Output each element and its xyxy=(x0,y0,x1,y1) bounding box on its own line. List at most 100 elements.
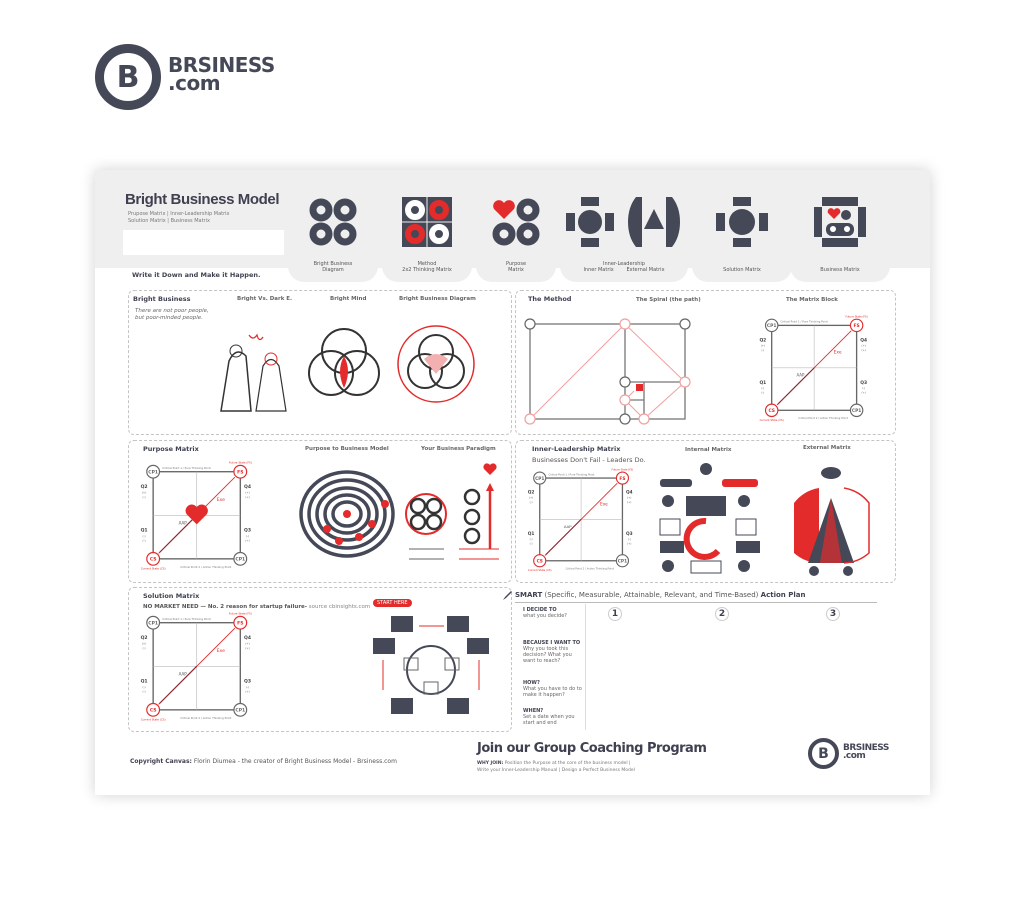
solution-matrix-icon xyxy=(716,197,768,247)
plan-row-label: WHEN?Set a date when you start and end xyxy=(523,708,575,726)
bright-mind-venn xyxy=(308,328,380,396)
matrix-node-fs xyxy=(233,615,248,630)
quadrant-sign: (+) xyxy=(245,690,249,694)
quadrant-sign: (-) xyxy=(530,500,533,504)
quadrant-label: Q2 xyxy=(759,337,766,343)
logo-name: BRSINESS xyxy=(168,53,275,77)
fs-note: Future State (FS) xyxy=(845,314,867,318)
quadrant-sign: (+) xyxy=(245,539,249,543)
plan-column-2[interactable]: 2 xyxy=(715,607,729,621)
panel-title: Solution Matrix xyxy=(143,592,200,600)
internal-matrix-sketch xyxy=(659,463,760,574)
solution-matrix-panel: Solution Matrix NO MARKET NEED — No. 2 r… xyxy=(128,587,512,732)
section-heading: Bright Business Diagram xyxy=(399,296,476,302)
quadrant-label: Q3 xyxy=(244,679,251,685)
quadrant-label: Q4 xyxy=(244,484,251,490)
quadrant-sign: (+) xyxy=(245,495,249,499)
business-matrix-icon xyxy=(814,197,866,247)
matrix-node-cp1 xyxy=(533,471,547,485)
inner-leadership-icon xyxy=(566,197,680,247)
matrix-node-label: CP1 xyxy=(618,558,627,564)
matrix-node-cs xyxy=(146,702,161,717)
quadrant-sign: (+) xyxy=(142,641,146,645)
section-heading: The Spiral (the path) xyxy=(636,297,701,303)
divider xyxy=(585,604,586,730)
exe-label: Exe xyxy=(600,502,608,508)
quadrant-sign: (-) xyxy=(143,539,146,543)
bottom-note: Critical Point 2 / Action Thinking Point xyxy=(180,716,231,720)
cs-note: Current State (CS) xyxy=(528,568,552,572)
aap-label: AAP xyxy=(179,520,188,525)
canvas-poster: Prupose Matrix | Inner-Leadership Matrix… xyxy=(95,170,930,795)
quadrant-sign: (-) xyxy=(761,386,764,390)
matrix-node-label: CS xyxy=(150,708,157,714)
quadrant-sign: (+) xyxy=(862,348,866,352)
cs-note: Current State (CS) xyxy=(141,567,166,571)
matrix-node-label: CP1 xyxy=(235,708,245,714)
matrix-node-fs xyxy=(615,471,630,485)
bottom-note: Critical Point 2 / Action Thinking Point xyxy=(180,565,231,569)
external-matrix-sketch xyxy=(794,467,870,576)
quadrant-sign: (-) xyxy=(143,534,146,538)
cs-note: Current State (CS) xyxy=(141,718,166,722)
matrix-node-label: CP1 xyxy=(767,323,777,329)
quote: There are not poor people,but poor-minde… xyxy=(135,308,209,321)
plan-column-3[interactable]: 3 xyxy=(826,607,840,621)
quadrant-sign: (-) xyxy=(862,386,865,390)
name-field[interactable] xyxy=(123,230,284,255)
purpose-spiral-sketch xyxy=(299,470,395,558)
quadrant-label: Q4 xyxy=(860,337,867,343)
method-panel: The Method The Spiral (the path) The Mat… xyxy=(515,290,896,435)
quadrant-sign: (-) xyxy=(761,391,764,395)
plan-row-label: HOW?What you have to do to make it happe… xyxy=(523,680,582,698)
matrix-node-fs xyxy=(849,318,864,333)
panel-title: The Method xyxy=(528,295,572,303)
top-note: Critical Point 1 / Pure Thinking Point xyxy=(162,466,211,470)
smart-plan-title: SMART (Specific, Measurable, Attainable,… xyxy=(515,591,806,599)
cs-note: Current State (CS) xyxy=(760,418,784,422)
subtitle-line: Solution Matrix | Business Matrix xyxy=(128,218,210,224)
inner-leadership-panel: Inner-Leadership Matrix Businesses Don't… xyxy=(515,440,896,583)
plan-column-1[interactable]: 1 xyxy=(608,607,622,621)
matrix-node-cs xyxy=(764,403,779,418)
matrix-node-label: FS xyxy=(237,621,243,627)
aap-arrow xyxy=(545,519,582,556)
page-subtitle: Prupose Matrix | Inner-Leadership Matrix… xyxy=(128,211,230,225)
matrix-node-label: FS xyxy=(854,323,860,329)
logo-wordmark: BRSINESS.com xyxy=(168,53,275,93)
quadrant-label: Q3 xyxy=(626,531,633,537)
bright-vs-dark-sketch xyxy=(220,333,287,412)
quadrant-sign: (+) xyxy=(761,344,765,348)
fs-note: Future State (FS) xyxy=(229,612,252,616)
tab-business-matrix[interactable]: Business Matrix xyxy=(790,170,890,282)
aap-arrow xyxy=(777,367,815,405)
pencil-icon xyxy=(503,591,512,600)
fs-note: Future State (FS) xyxy=(229,461,252,465)
matrix-node-label: CP1 xyxy=(535,476,544,482)
panel-title: Inner-Leadership Matrix xyxy=(532,445,621,453)
quadrant-label: Q2 xyxy=(528,490,535,496)
matrix-node-label: CP1 xyxy=(148,470,158,476)
matrix-node-label: CS xyxy=(768,408,775,414)
section-heading: Internal Matrix xyxy=(685,447,732,453)
aap-label: AAP xyxy=(564,524,572,529)
quadrant-sign: (+) xyxy=(245,641,249,645)
quadrant-sign: (+) xyxy=(627,500,631,504)
matrix-node-cp1 xyxy=(764,318,779,333)
quadrant-sign: (+) xyxy=(627,496,631,500)
tagline: Write it Down and Make it Happen. xyxy=(132,271,261,279)
tab-solution-matrix[interactable]: Solution Matrix xyxy=(692,170,792,282)
matrix-node-cp1 xyxy=(615,554,630,568)
